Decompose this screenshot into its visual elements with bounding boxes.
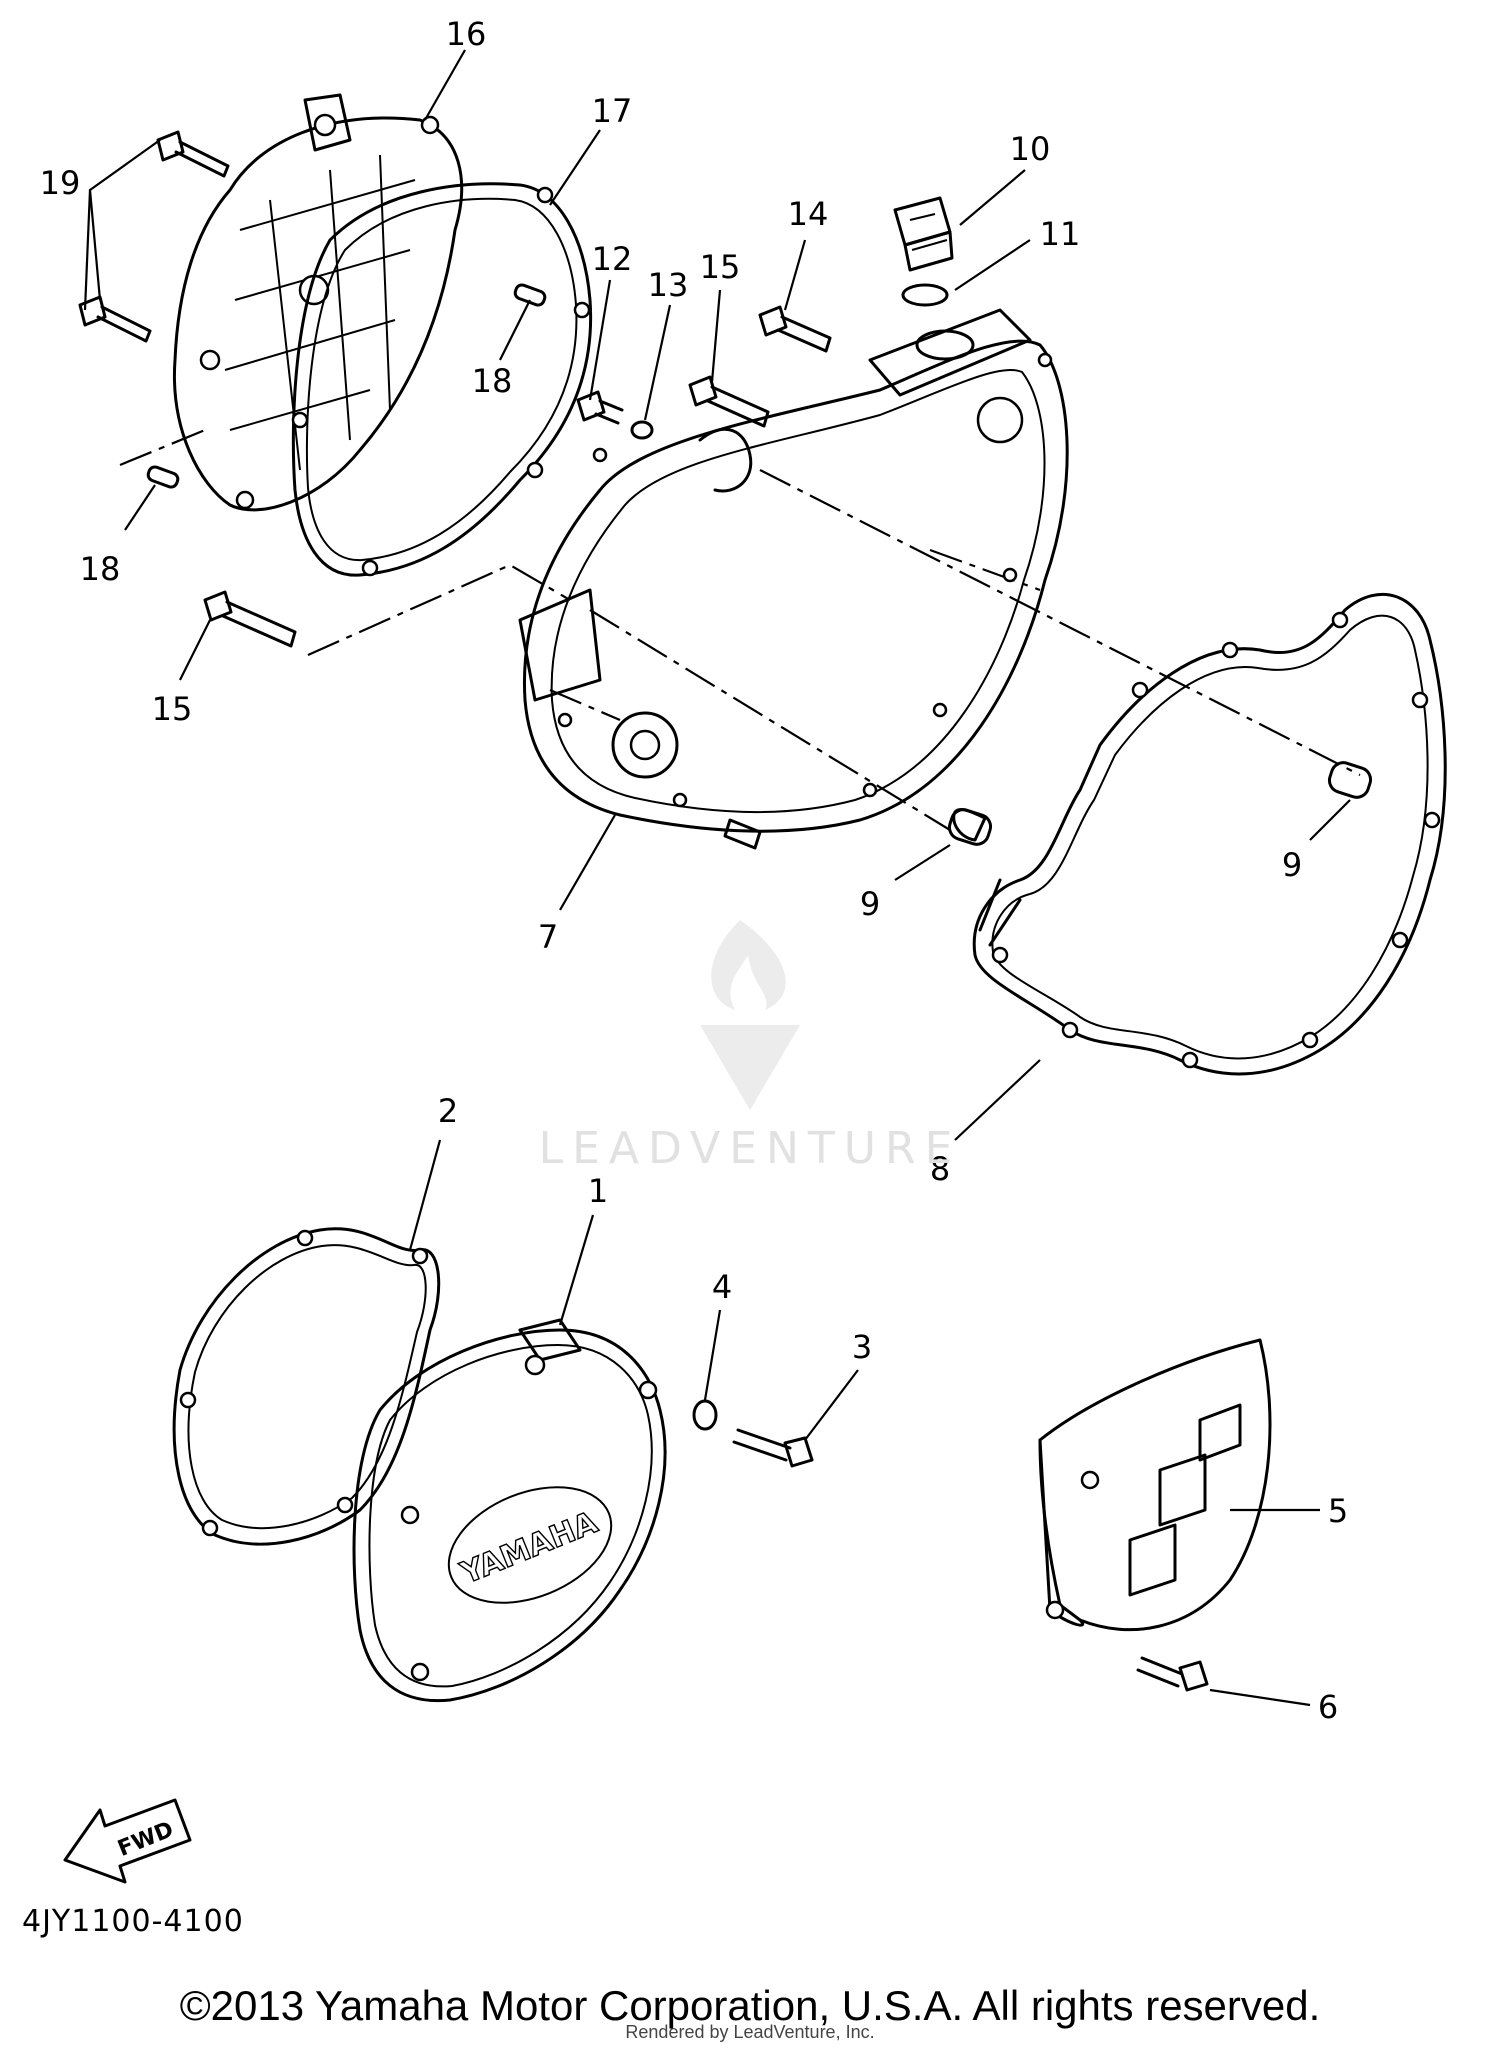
callout-13: 13 xyxy=(648,266,689,304)
watermark-text: LEADVENTURE xyxy=(538,1123,962,1174)
diagram-code: 4JY1100-4100 xyxy=(22,1904,244,1939)
callout-5: 5 xyxy=(1328,1492,1348,1530)
callout-9-right: 9 xyxy=(1282,846,1302,884)
bolt-part-6 xyxy=(1136,1656,1209,1692)
callout-15-left: 15 xyxy=(152,690,193,728)
callout-10: 10 xyxy=(1010,130,1051,168)
callout-7: 7 xyxy=(538,918,558,956)
callout-19: 19 xyxy=(40,164,81,202)
callout-2: 2 xyxy=(438,1092,458,1130)
copyright-notice: ©2013 Yamaha Motor Corporation, U.S.A. A… xyxy=(179,1982,1321,2029)
sprocket-cover-part-5 xyxy=(1038,1338,1272,1632)
dowel-part-9 xyxy=(947,761,1373,846)
clutch-cover-part-16 xyxy=(172,93,463,512)
callout-18-right: 18 xyxy=(472,362,513,400)
washer-part-4 xyxy=(692,1399,718,1431)
callout-8: 8 xyxy=(930,1150,950,1188)
assembly-lines xyxy=(119,428,1361,831)
callout-1: 1 xyxy=(588,1172,608,1210)
oil-filler-plug-part-10 xyxy=(893,196,954,272)
bolt-part-12 xyxy=(576,390,624,425)
callout-6: 6 xyxy=(1318,1688,1338,1726)
watermark-logo xyxy=(700,920,800,1110)
o-ring-part-11 xyxy=(901,283,949,307)
callout-17: 17 xyxy=(592,92,633,130)
callout-9-left: 9 xyxy=(860,885,880,923)
callout-3: 3 xyxy=(852,1328,872,1366)
ignition-cover-gasket-part-2 xyxy=(172,1227,441,1546)
callout-12: 12 xyxy=(592,240,633,278)
ignition-cover-part-1: YAMAHA xyxy=(352,1318,667,1703)
crankcase-gasket-part-8 xyxy=(972,592,1447,1076)
render-credit: Rendered by LeadVenture, Inc. xyxy=(625,2022,875,2042)
callout-16: 16 xyxy=(446,15,487,53)
callout-15-top: 15 xyxy=(700,248,741,286)
callout-labels: 16 17 10 11 19 12 13 15 14 18 18 15 7 9 … xyxy=(40,15,1349,1726)
bolt-part-15 xyxy=(203,375,770,648)
callout-4: 4 xyxy=(712,1268,732,1306)
clutch-cover-gasket-part-17 xyxy=(291,182,593,577)
dowel-pin-part-18 xyxy=(146,283,547,489)
cover-logo-text: YAMAHA xyxy=(455,1505,603,1592)
callout-18-left: 18 xyxy=(80,550,121,588)
bolt-part-14 xyxy=(758,305,832,353)
crankcase-cover-part-7 xyxy=(518,308,1069,850)
leader-lines xyxy=(83,49,1351,1707)
bolt-part-3 xyxy=(732,1428,814,1468)
callout-11: 11 xyxy=(1040,215,1081,253)
fwd-arrow-icon: FWD xyxy=(63,1798,192,1884)
callout-14: 14 xyxy=(788,195,829,233)
bolt-part-19 xyxy=(78,130,230,343)
washer-part-13 xyxy=(630,420,654,440)
